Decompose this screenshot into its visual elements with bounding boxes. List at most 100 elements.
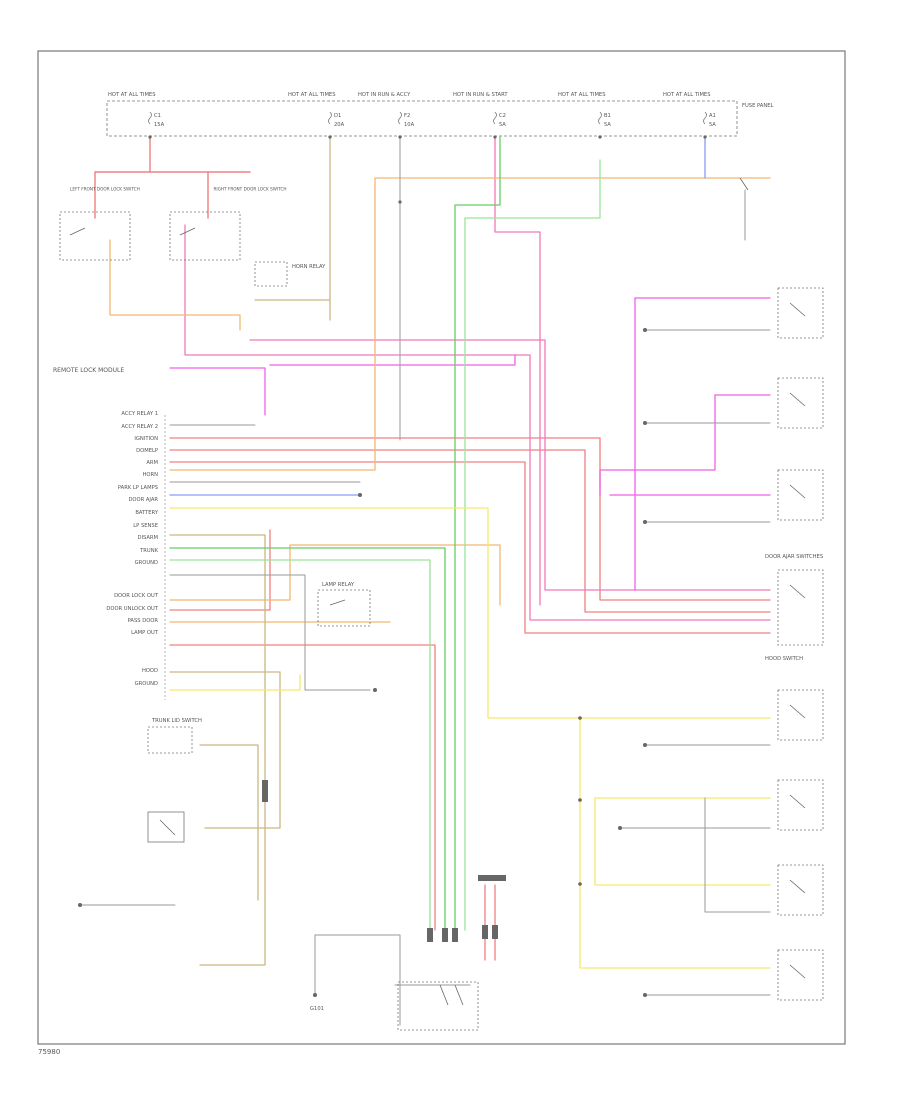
- wire-yellow-6: [169, 674, 301, 691]
- wire-red-1: [94, 136, 151, 219]
- fuse-icon: [598, 111, 602, 125]
- wire-orange-4: [169, 544, 501, 606]
- fuse-number: D1: [334, 113, 341, 119]
- module-pin-label: IGNITION: [134, 436, 158, 442]
- module-pin-label: BATTERY: [135, 510, 158, 516]
- hood-switch-label: HOOD SWITCH: [765, 656, 803, 662]
- wire-pink-2: [494, 136, 541, 606]
- wire-red-4: [169, 437, 771, 601]
- wire-gray-10: [704, 797, 771, 913]
- horn-relay-label: HORN RELAY: [292, 264, 326, 270]
- switch-box: [777, 287, 824, 339]
- fuse-amps: 20A: [334, 122, 345, 128]
- wire-tan-5: [199, 744, 259, 901]
- ground-label: G101: [310, 1006, 324, 1012]
- trunk-module-box: [147, 726, 193, 754]
- door-ajar-switches: [777, 287, 824, 1001]
- wires: [79, 136, 771, 1026]
- wire-magenta-2: [269, 354, 516, 366]
- wire-tan-3: [169, 534, 266, 966]
- wire-pink-3: [249, 339, 771, 591]
- horn-relay-box: [254, 261, 288, 287]
- fuse-icon: [148, 111, 152, 125]
- switch-contact-icon: [789, 964, 806, 979]
- wire-orange-2: [169, 177, 376, 471]
- fuse-amps: 15A: [154, 122, 165, 128]
- module-pin-label: HOOD: [142, 668, 158, 674]
- module-pin-label: DOOR UNLOCK OUT: [106, 606, 158, 612]
- switch-contact-icon: [789, 302, 806, 317]
- fuse-amps: 10A: [404, 122, 415, 128]
- switch-contact-icon: [789, 794, 806, 809]
- fuse-amps: 5A: [499, 122, 506, 128]
- fuse-header: HOT AT ALL TIMES: [108, 92, 156, 98]
- ground-box: [397, 981, 479, 1031]
- fuse-number: C2: [499, 113, 506, 119]
- switch-box: [777, 569, 824, 646]
- door-switches-label: DOOR AJAR SWITCHES: [765, 554, 823, 560]
- wire-green-2: [464, 159, 601, 931]
- fuse-number: B1: [604, 113, 611, 119]
- switch-glyphs: [69, 177, 749, 1006]
- lamp-relay-label: LAMP RELAY: [322, 582, 355, 588]
- fuse-panel-label: FUSE PANEL: [742, 103, 774, 109]
- switch-box: [777, 689, 824, 741]
- fuse-number: C1: [154, 113, 161, 119]
- wire-red-5: [169, 449, 771, 613]
- switch-box: [777, 469, 824, 521]
- switch-contact-icon: [789, 704, 806, 719]
- module-pin-label: GROUND: [135, 560, 158, 566]
- wire-pink-1: [184, 224, 771, 621]
- lf-switch-label: LEFT FRONT DOOR LOCK SWITCH: [70, 186, 140, 191]
- cylinder-box: [147, 811, 185, 843]
- wire-orange-3: [109, 239, 241, 331]
- rf-switch-label: RIGHT FRONT DOOR LOCK SWITCH: [214, 186, 287, 191]
- module-pin-label: GROUND: [135, 681, 158, 687]
- module-pin-label: PARK LP LAMPS: [118, 485, 158, 491]
- wire-red-10: [169, 529, 271, 611]
- components: [59, 211, 479, 1031]
- module-pin-label: ACCY RELAY 1: [121, 411, 158, 417]
- wire-yellow-2: [579, 717, 651, 969]
- module-pin-label: LP SENSE: [133, 523, 158, 529]
- switch-contact-icon: [789, 584, 806, 599]
- lamp-relay-box: [317, 589, 371, 627]
- module-pin-label: ACCY RELAY 2: [121, 424, 158, 430]
- switch-contact-icon: [789, 484, 806, 499]
- module-pin-label: ARM: [146, 460, 158, 466]
- wire-magenta-6: [599, 394, 716, 496]
- fuse-icon: [703, 111, 707, 125]
- fuse-header: HOT AT ALL TIMES: [663, 92, 711, 98]
- fuse-amps: 5A: [709, 122, 716, 128]
- switch-box: [777, 864, 824, 916]
- fuse-icon: [328, 111, 332, 125]
- module-pin-label: HORN: [143, 472, 159, 478]
- fuse-icon: [493, 111, 497, 125]
- lf-lock-switch-box: [59, 211, 131, 261]
- wire-tan-1: [254, 136, 331, 301]
- wire-yellow-1: [169, 507, 771, 719]
- rf-lock-switch-box: [169, 211, 241, 261]
- fuse-header: HOT IN RUN & START: [453, 92, 508, 98]
- module-pin-label: PASS DOOR: [128, 618, 159, 624]
- trunk-switch-label: TRUNK LID SWITCH: [151, 718, 202, 724]
- switch-box: [777, 377, 824, 429]
- fuse-amps: 5A: [604, 122, 611, 128]
- switch-box: [777, 949, 824, 1001]
- wire-red-7: [169, 644, 436, 931]
- wire-tan-4: [169, 671, 281, 829]
- module-pin-label: DISARM: [137, 535, 158, 541]
- wire-gray-13: [314, 934, 401, 1026]
- fuse-number: F2: [404, 113, 410, 119]
- connectors: [78, 135, 707, 997]
- fuse-header: HOT IN RUN & ACCY: [358, 92, 411, 98]
- wire-green-3: [169, 547, 446, 931]
- wire-red-6: [169, 461, 771, 634]
- module-pin-label: DOMELP: [136, 448, 158, 454]
- fuse-number: A1: [709, 113, 716, 119]
- switch-contact-icon: [789, 879, 806, 894]
- module-pin-label: TRUNK: [139, 548, 158, 554]
- diagram-code: 75980: [38, 1048, 60, 1056]
- fuse-icon: [398, 111, 402, 125]
